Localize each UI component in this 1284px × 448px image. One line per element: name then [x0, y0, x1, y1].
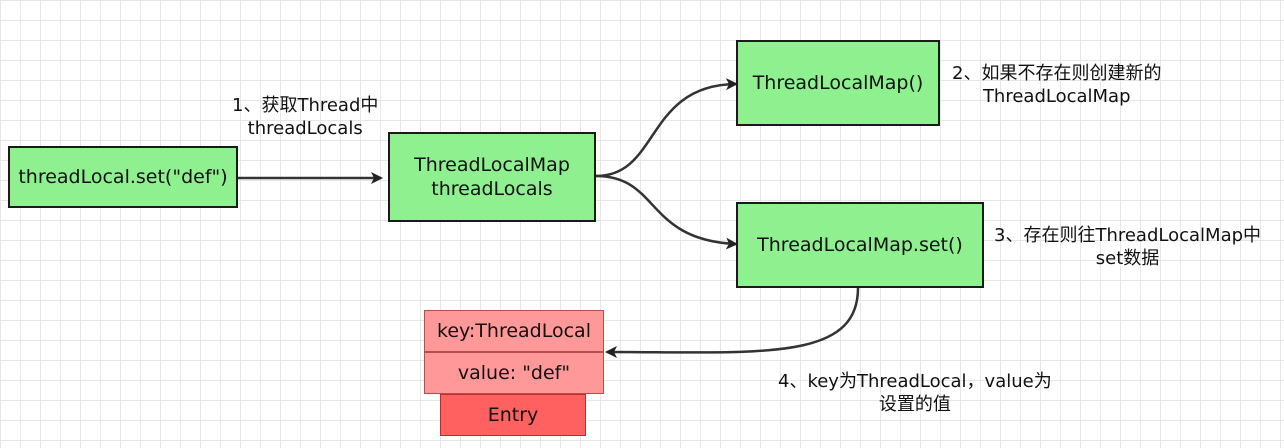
- map-set-text: ThreadLocalMap.set(): [757, 234, 963, 256]
- map-set-node: ThreadLocalMap.set(): [736, 202, 984, 288]
- entry-value-text: value: "def": [457, 362, 571, 384]
- edge-mapset-to-entry: [605, 287, 860, 359]
- step2-label-line2: ThreadLocalMap: [982, 86, 1131, 107]
- thread-locals-node: ThreadLocalMap threadLocals: [388, 132, 596, 222]
- set-call-node: threadLocal.set("def"): [8, 146, 238, 208]
- map-constructor-text: ThreadLocalMap(): [752, 72, 924, 94]
- entry-node: Entry: [440, 394, 586, 436]
- step3-label: 3、存在则往ThreadLocalMap中 set数据: [994, 224, 1261, 270]
- step4-label-line2: 设置的值: [878, 394, 951, 415]
- entry-value-field: value: "def": [424, 352, 604, 394]
- step3-label-line1: 3、存在则往ThreadLocalMap中: [994, 225, 1262, 246]
- edge-threadlocals-to-mapset: [595, 174, 738, 250]
- step2-label-line1: 2、如果不存在则创建新的: [952, 63, 1162, 84]
- step4-label: 4、key为ThreadLocal，value为 设置的值: [778, 370, 1052, 416]
- step1-label-line1: 1、获取Thread中: [232, 95, 379, 116]
- edge-threadlocals-to-constructor: [595, 78, 738, 178]
- entry-key-field: key:ThreadLocal: [424, 310, 604, 352]
- step4-label-line1: 4、key为ThreadLocal，value为: [778, 371, 1052, 392]
- step3-label-line2: set数据: [1095, 248, 1160, 269]
- entry-key-text: key:ThreadLocal: [437, 320, 591, 342]
- step1-label-line2: threadLocals: [247, 118, 363, 139]
- thread-locals-type-text: ThreadLocalMap: [414, 154, 570, 176]
- map-constructor-node: ThreadLocalMap(): [736, 40, 940, 126]
- entry-text: Entry: [487, 404, 539, 426]
- step1-label: 1、获取Thread中 threadLocals: [232, 94, 378, 140]
- set-call-text: threadLocal.set("def"): [18, 166, 228, 188]
- step2-label: 2、如果不存在则创建新的 ThreadLocalMap: [952, 62, 1161, 108]
- thread-locals-name-text: threadLocals: [431, 178, 553, 200]
